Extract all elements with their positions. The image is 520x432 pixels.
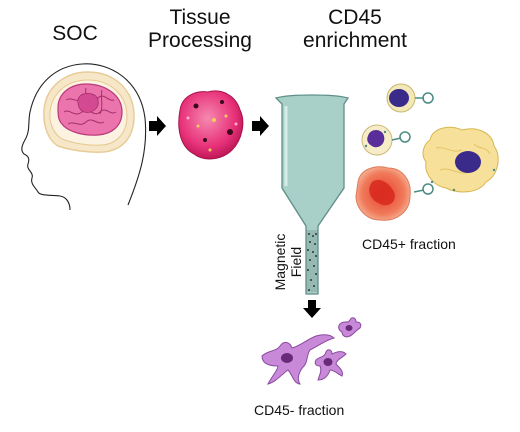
granulocyte-cell-icon — [355, 166, 434, 221]
microglia-cell-icon — [314, 349, 347, 381]
arrow-down-icon — [303, 300, 321, 318]
cd45-positive-fraction-label: CD45+ fraction — [362, 236, 456, 252]
monocyte-cell-icon — [361, 124, 411, 156]
cd45-negative-fraction-label: CD45- fraction — [254, 402, 345, 418]
tissue-line1: Tissue — [169, 6, 231, 29]
step-soc-label: SOC — [52, 22, 98, 45]
arrow-right-icon — [149, 116, 166, 136]
tissue-line2: Processing — [148, 29, 252, 52]
step-cd45-enrichment-label: CD45 enrichment — [290, 6, 420, 52]
tissue-clump-icon — [178, 90, 244, 160]
arrow-right-icon — [252, 116, 269, 136]
microglia-cell-icon — [338, 317, 362, 338]
lymphocyte-cell-icon — [386, 83, 434, 113]
microglia-cell-icon — [261, 334, 335, 385]
cd45-line2: enrichment — [303, 29, 407, 52]
cd45-line1: CD45 — [328, 6, 382, 29]
step-tissue-processing-label: Tissue Processing — [140, 6, 260, 52]
brain-icon — [57, 83, 123, 136]
macrophage-cell-icon — [422, 126, 499, 193]
magnetic-column-icon — [274, 94, 350, 295]
